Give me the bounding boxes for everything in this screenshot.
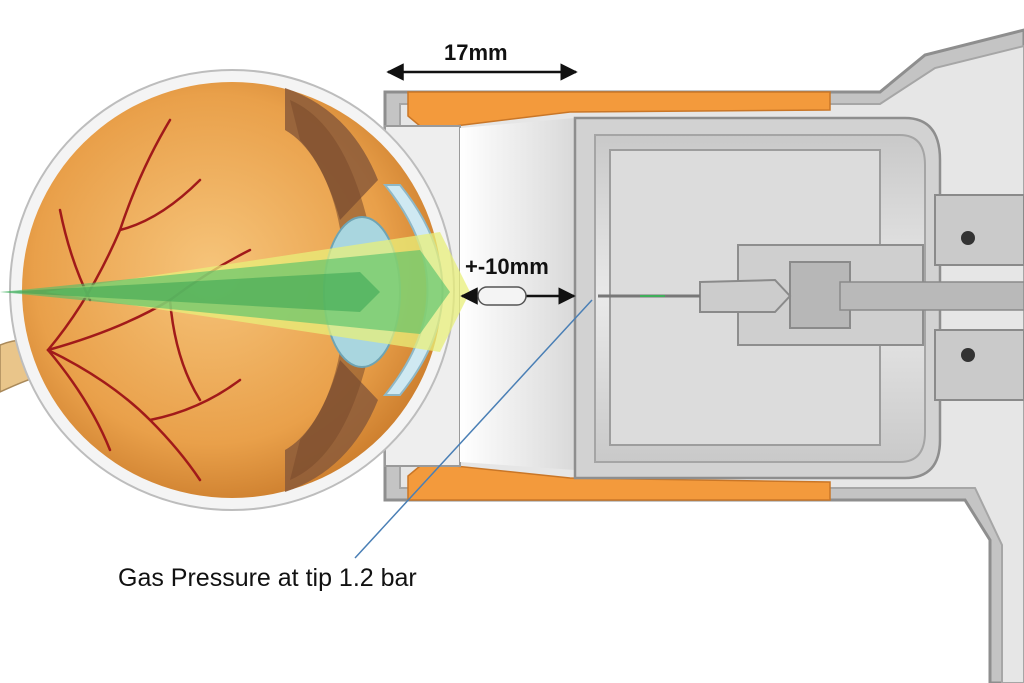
nozzle-housing (383, 28, 1024, 683)
callout-line (354, 299, 593, 559)
dimension-17mm-label: 17mm (444, 40, 508, 65)
seal-top (407, 91, 831, 127)
oring-bottom (961, 348, 975, 362)
seal-bottom (407, 465, 831, 501)
eye-cross-section-icon (0, 69, 470, 511)
light-cone-green-inner (0, 272, 380, 312)
dimension-tip-distance-label: +-10mm (465, 254, 549, 279)
oring-top (961, 231, 975, 245)
nozzle-tip (699, 278, 792, 313)
feed-tube (839, 281, 1024, 311)
gas-jet-icon (477, 286, 527, 306)
ciliary-brown (290, 100, 380, 480)
flange-bottom (934, 329, 1024, 401)
gas-pressure-label: Gas Pressure at tip 1.2 bar (118, 564, 417, 592)
flange-top (934, 194, 1024, 266)
